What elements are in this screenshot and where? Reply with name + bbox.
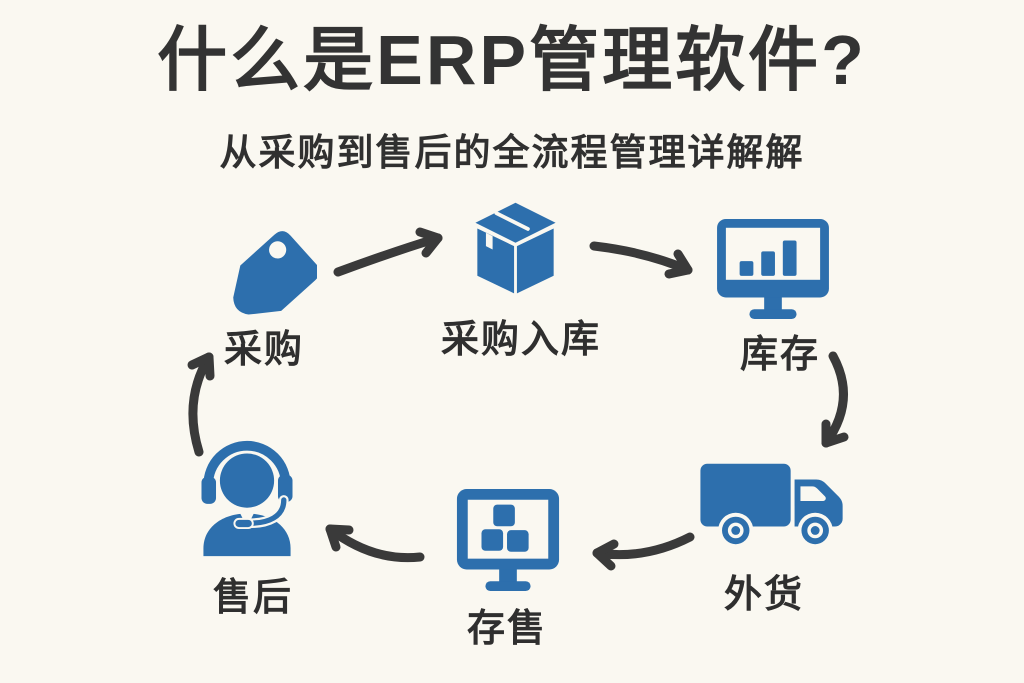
bar-chart-monitor-icon bbox=[717, 218, 829, 320]
flow-node-label-inbound: 采购入库 bbox=[440, 319, 601, 361]
arrow-sales-to-aftersales-icon bbox=[325, 524, 425, 563]
flow-node-label-procurement: 采购 bbox=[223, 329, 304, 371]
arrow-procurement-to-inbound-icon bbox=[333, 227, 443, 277]
squares-monitor-icon bbox=[456, 488, 560, 592]
page-subtitle: 从采购到售后的全流程管理详解解 bbox=[219, 132, 805, 173]
arrow-inbound-to-inventory-icon bbox=[589, 241, 693, 279]
package-box-icon bbox=[475, 202, 556, 294]
delivery-truck-icon bbox=[700, 463, 843, 549]
price-tag-icon bbox=[233, 231, 317, 315]
arrow-shipping-to-sales-icon bbox=[592, 532, 695, 571]
flow-node-label-inventory: 库存 bbox=[739, 334, 820, 376]
flow-node-label-sales: 存售 bbox=[466, 608, 547, 650]
flow-node-label-aftersales: 售后 bbox=[212, 577, 293, 619]
page-title: 什么是ERP管理软件? bbox=[157, 21, 867, 99]
flow-node-label-shipping: 外货 bbox=[723, 574, 804, 616]
headset-support-icon bbox=[201, 440, 293, 557]
